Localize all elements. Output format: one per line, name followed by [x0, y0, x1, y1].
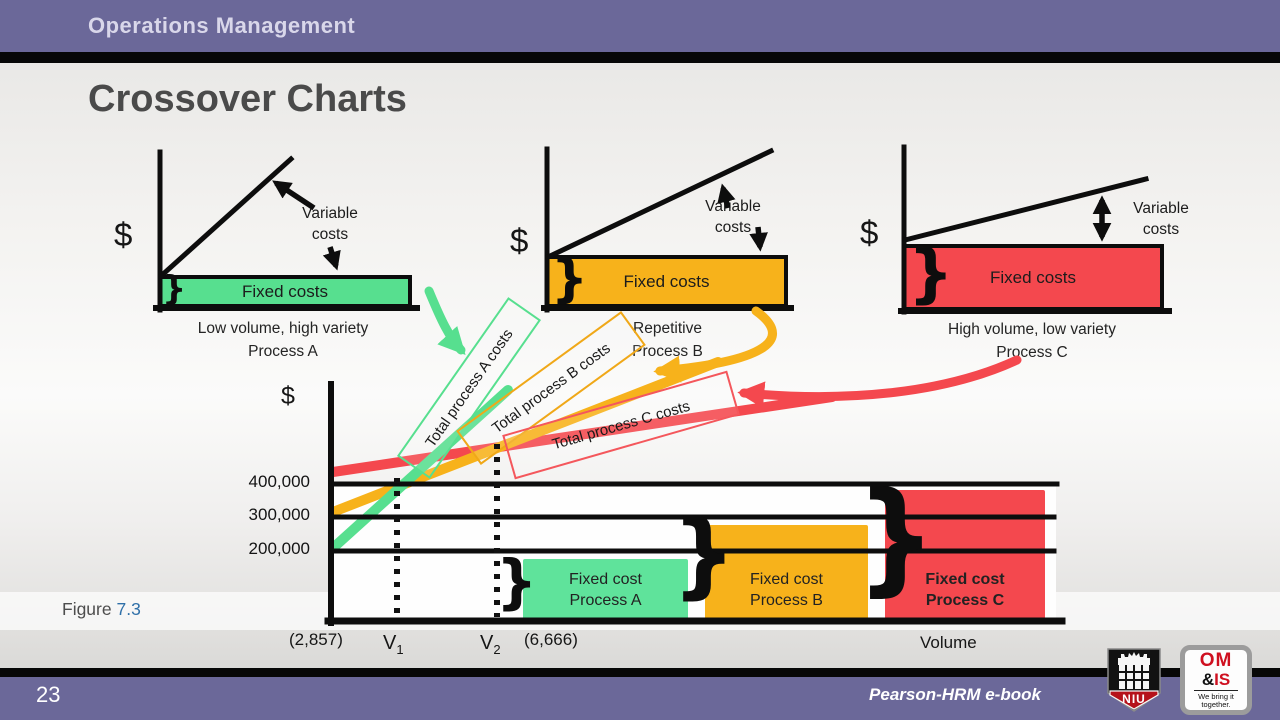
mini-a-fixed-costs-box: Fixed costs: [158, 275, 412, 308]
xlabel-v1: V1: [383, 632, 404, 657]
fixed-cost-c-line1: Fixed cost: [925, 571, 1005, 588]
app-title: Operations Management: [88, 13, 356, 38]
v2-sub: 2: [493, 642, 501, 657]
v2-base: V: [480, 632, 494, 654]
fixed-cost-a-line1: Fixed cost: [569, 570, 642, 588]
ytick-400000: 400,000: [248, 472, 310, 491]
page-title: Crossover Charts: [88, 78, 407, 120]
niu-castle: [1118, 652, 1150, 689]
mini-a-brace: }: [162, 269, 187, 309]
xlabel-v2: V2: [480, 632, 501, 657]
mini-b-dollar-label: $: [510, 222, 529, 259]
fixed-cost-b-line1: Fixed cost: [750, 571, 823, 588]
brace-fixed-cost-a: }: [496, 546, 538, 617]
omis-om: OM: [1199, 649, 1233, 671]
brace-fixed-cost-c: }: [856, 466, 936, 608]
omis-divider: [1194, 689, 1238, 691]
omis-tagline-2: together.: [1201, 700, 1231, 709]
v1-sub: 1: [396, 642, 404, 657]
fixed-cost-a-line2: Process A: [569, 591, 642, 609]
mini-c-brace: }: [908, 237, 954, 311]
ytick-200000: 200,000: [248, 539, 310, 558]
fixed-cost-process-a-box: Fixed cost Process A: [523, 559, 688, 620]
mini-b-brace: }: [551, 249, 589, 309]
mini-a-variable-costs-label: Variable costs: [302, 205, 358, 243]
mini-a-caption-line1: Low volume, high variety: [197, 320, 369, 337]
mini-a-caption: Low volume, high variety Process A: [148, 317, 418, 363]
omis-tagline-1: We bring it: [1198, 691, 1234, 701]
footer-bar: [0, 677, 1280, 720]
mini-b-fixed-costs-label: Fixed costs: [623, 271, 710, 291]
fixed-cost-c-line2: Process C: [925, 592, 1005, 609]
figure-prefix: Figure: [62, 599, 117, 619]
omis-logo: OM &IS We bring it together.: [1180, 645, 1252, 715]
mini-c-fixed-costs-box: Fixed costs: [902, 244, 1164, 311]
page-number: 23: [36, 682, 61, 707]
header-bar: [0, 0, 1280, 52]
mini-c-fixed-costs-label: Fixed costs: [990, 267, 1076, 287]
red-curved-arrow: [737, 355, 1022, 409]
brace-fixed-cost-b: }: [672, 500, 736, 609]
mini-b-fixed-costs-box: Fixed costs: [545, 255, 788, 308]
mini-c-caption-line1: High volume, low variety: [948, 321, 1116, 338]
omis-is-line: &IS: [1202, 671, 1230, 688]
mini-c-caption: High volume, low variety Process C: [898, 318, 1166, 364]
fixed-cost-b-line2: Process B: [750, 592, 823, 609]
mini-c-dollar-label: $: [860, 214, 879, 251]
mini-c-variable-costs-label: Variable costs: [1133, 200, 1189, 238]
omis-is: IS: [1214, 669, 1231, 689]
total-process-c-label: Total process C costs: [550, 397, 692, 453]
figure-label: Figure 7.3: [62, 599, 141, 620]
main-dollar-label: $: [281, 382, 295, 410]
xlabel-volume: Volume: [920, 633, 977, 652]
niu-logo: [1107, 648, 1161, 712]
mini-a-dollar-label: $: [114, 216, 133, 253]
xlabel-2857: (2,857): [289, 630, 343, 649]
figure-number: 7.3: [116, 599, 141, 619]
footer-stripe: [0, 668, 1280, 677]
mini-a-fixed-costs-label: Fixed costs: [242, 281, 328, 301]
green-curved-arrow: [424, 286, 466, 355]
niu-logo-text: NIU: [1122, 692, 1146, 706]
source-credit: Pearson-HRM e-book: [869, 685, 1041, 704]
ytick-300000: 300,000: [248, 505, 310, 524]
header-stripe: [0, 52, 1280, 63]
mini-b-variable-costs-label: Variable costs: [705, 198, 761, 236]
mini-c-caption-line2: Process C: [996, 344, 1068, 361]
omis-amp: &: [1201, 669, 1215, 689]
v1-base: V: [383, 632, 397, 654]
niu-banner: [1109, 690, 1159, 710]
mini-a-caption-line2: Process A: [248, 343, 318, 360]
xlabel-6666: (6,666): [524, 630, 578, 649]
